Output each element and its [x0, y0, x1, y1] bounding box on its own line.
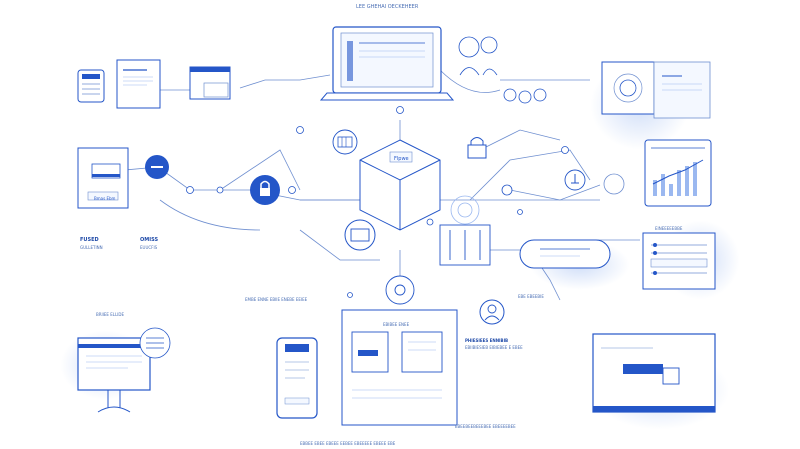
gear-icon [139, 327, 171, 359]
connector-line [509, 184, 601, 201]
node-dot [288, 186, 296, 194]
bottom-left-caption: BRIIEE ELLIDE [96, 312, 124, 317]
right-text-title: PHIESIEES ENNIBIB [465, 338, 509, 343]
cube-label: Flpwe [394, 156, 409, 162]
center-panel-title: EBIBEE ENEE [383, 322, 410, 327]
connector-line [159, 199, 261, 231]
node-dot [396, 106, 404, 114]
node-dot [296, 126, 304, 134]
right-mid-caption: EBE EBEEBIE [518, 294, 544, 299]
node-dot [561, 146, 569, 154]
lock-icon [145, 155, 169, 179]
tablet-dashboard-icon [592, 333, 716, 413]
node-dot [426, 218, 434, 226]
email-doc-icon [341, 309, 458, 426]
left-block-title: FUSED [80, 237, 99, 243]
document-icon [116, 59, 161, 109]
chart-caption: EINEEEEEBBE [655, 226, 683, 231]
left-block-title2: OMISS [140, 237, 159, 243]
browser-window-icon [189, 66, 231, 100]
connector-line [439, 69, 501, 93]
status-pill [519, 239, 611, 269]
gear-icon [450, 195, 480, 225]
desktop-monitor-icon [77, 337, 151, 413]
node-dot [186, 186, 194, 194]
network-switch-icon [439, 224, 491, 266]
node-dot [216, 186, 224, 194]
database-icon [332, 129, 358, 155]
gear-icon [385, 275, 415, 305]
hand-pointer-icon [564, 169, 586, 191]
bottom-caption: EBBEE EBEE EBEEE EEBEE EBEEEEE EBEEE EBE [300, 441, 396, 446]
right-text-sub: EBIIBIESIEB EIBIEBEE E EBEE [465, 345, 523, 350]
lock-icon [250, 175, 280, 205]
node-dots [186, 106, 569, 298]
gear-icon [344, 219, 376, 251]
connector-line [219, 149, 301, 191]
connector-line [239, 74, 331, 89]
terminal-window-icon [601, 61, 711, 119]
cloud-cube-icon [359, 139, 441, 231]
connector-line [299, 229, 380, 261]
node-dot [501, 184, 513, 196]
smartphone-icon [276, 337, 318, 419]
settings-panel-icon [642, 232, 716, 290]
login-button[interactable]: Bmas Ebm [94, 196, 116, 201]
bottom-right-caption: EBEEBEEBEEEBEE EBEEEEBEE [455, 424, 516, 429]
user-login-icon [77, 147, 129, 209]
server-icon [77, 69, 105, 103]
mid-caption: EMBE ENNE EBIIE ENEBE EEIEE [245, 297, 308, 302]
connector-line [479, 129, 561, 151]
left-block-sub2: EUUCFIS [140, 245, 158, 250]
node-dot [347, 292, 353, 298]
chart-panel-icon [644, 139, 712, 207]
left-block-sub: GULLETINN [80, 245, 103, 250]
node-dot [517, 209, 523, 215]
connector-line [469, 149, 591, 201]
people-cluster-icon [458, 36, 547, 104]
page-title: LEE GHEHAI OECKEHEER [356, 4, 419, 10]
notification-icon [603, 173, 625, 195]
lock-icon [467, 137, 487, 159]
laptop-icon [319, 26, 455, 101]
user-avatar-icon [479, 299, 505, 325]
